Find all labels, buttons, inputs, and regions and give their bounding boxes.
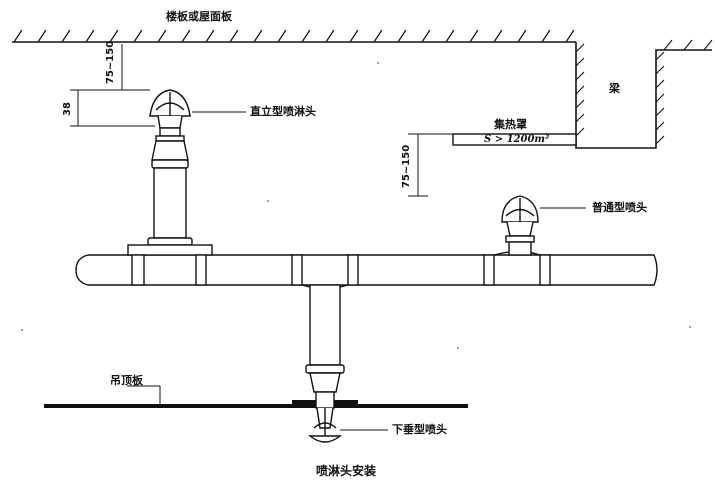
upright-sprinkler-frame — [157, 115, 183, 129]
beam — [575, 39, 713, 149]
dimension-upper-gap-label: 75~150 — [105, 40, 116, 84]
figure-caption: 喷淋头安装 — [316, 464, 377, 478]
upright-riser-pipe — [147, 140, 193, 246]
dimension-deflector-label: 38 — [62, 102, 73, 116]
heat-collector-area-label: S > 1200m² — [484, 134, 550, 145]
floor-slab — [12, 29, 576, 43]
scan-noise — [21, 62, 691, 349]
upright-sprinkler — [149, 89, 191, 142]
pendent-sprinkler-deflector — [308, 435, 342, 443]
leader-lines — [127, 111, 586, 431]
upright-sprinkler-label: 直立型喷淋头 — [250, 105, 316, 118]
heat-collector-label: 集热罩 — [494, 118, 527, 131]
ceiling-board — [44, 400, 468, 408]
slab-label: 楼板或屋面板 — [166, 10, 232, 23]
ceiling-board-label: 吊顶板 — [110, 374, 143, 387]
heat-collector-plate — [452, 133, 577, 146]
beam-label: 梁 — [609, 82, 620, 95]
pendent-sprinkler-label: 下垂型喷头 — [392, 423, 447, 436]
drop-pipe — [305, 284, 345, 393]
pendent-sprinkler — [308, 391, 342, 443]
conventional-sprinkler — [501, 195, 539, 256]
dimension-collector-gap — [408, 133, 453, 197]
slab-hatching — [13, 29, 575, 43]
main-pipe — [75, 244, 658, 290]
dimension-deflector — [70, 89, 155, 127]
beam-hatching — [575, 39, 713, 145]
conventional-sprinkler-label: 普通型喷头 — [592, 201, 647, 214]
dimension-collector-gap-label: 75~150 — [401, 144, 412, 188]
dimension-upper-gap — [116, 44, 130, 91]
